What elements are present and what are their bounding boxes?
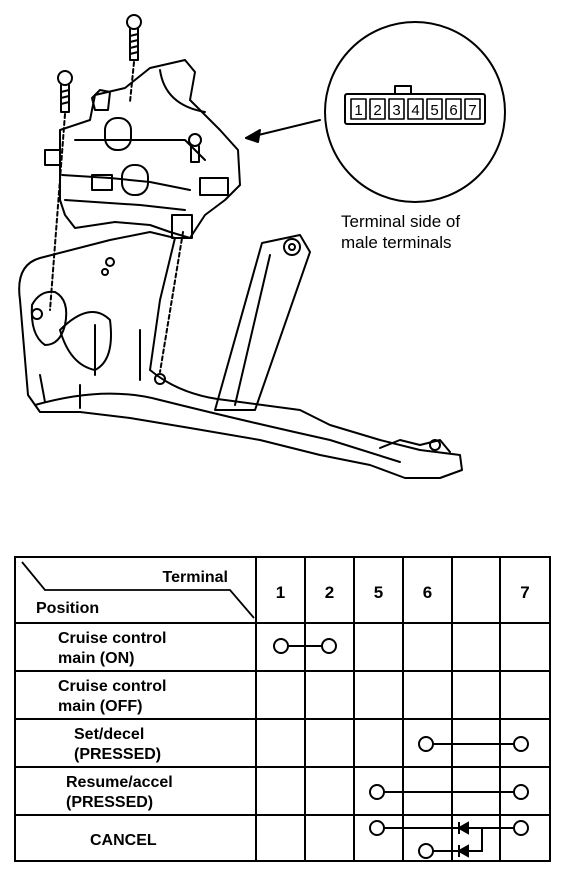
row-label: (PRESSED) [66, 794, 153, 811]
row-label: Resume/accel [66, 774, 173, 791]
continuity-link-diodes [369, 820, 529, 859]
diode-icon [456, 844, 469, 858]
row-label: CANCEL [90, 832, 157, 849]
terminal-number: 1 [276, 583, 285, 602]
continuity-link [418, 736, 529, 752]
row-label: Cruise control [58, 678, 166, 695]
switch-assembly-illustration: 1 2 3 4 5 6 7 [18, 14, 506, 479]
row-label: Cruise control [58, 630, 166, 647]
row-label: (PRESSED) [74, 746, 161, 763]
pin-label: 1 [354, 102, 362, 119]
screw-icon [57, 70, 73, 113]
column-cover [18, 231, 463, 479]
caption-line: Terminal side of [341, 212, 461, 231]
connector-pin-labels: 1 2 3 4 5 6 7 [354, 102, 476, 119]
pin-label: 2 [373, 102, 381, 119]
pin-label: 6 [449, 102, 457, 119]
row-label: main (ON) [58, 650, 134, 667]
pin-label: 3 [392, 102, 400, 119]
pointer-arrow [245, 119, 321, 143]
connector-callout [324, 21, 506, 203]
row-label: Set/decel [74, 726, 144, 743]
terminal-number: 7 [520, 583, 529, 602]
terminal-number: 2 [325, 583, 334, 602]
pin-label: 4 [411, 102, 419, 119]
switch-housing [44, 59, 241, 239]
continuity-link [369, 784, 529, 800]
header-terminal: Terminal [163, 569, 229, 586]
column-post [214, 234, 311, 411]
caption-line: male terminals [341, 233, 452, 252]
continuity-link [273, 638, 337, 654]
screw-icon [126, 14, 142, 61]
header-position: Position [36, 600, 99, 617]
terminal-number: 6 [423, 583, 432, 602]
terminal-number: 5 [374, 583, 383, 602]
pin-label: 7 [468, 102, 476, 119]
pin-label: 5 [430, 102, 438, 119]
connector-caption: Terminal side of male terminals [341, 211, 460, 253]
row-label: main (OFF) [58, 698, 142, 715]
diode-icon [456, 821, 469, 835]
